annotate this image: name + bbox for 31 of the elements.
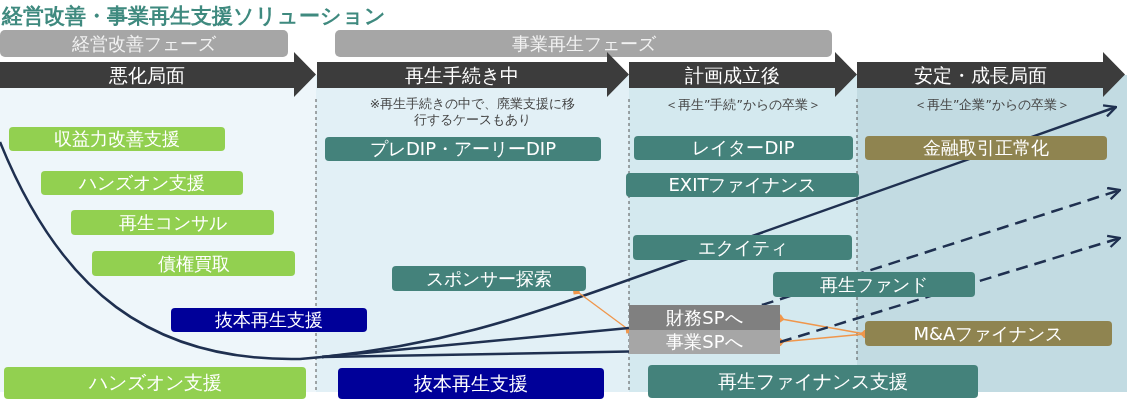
- stage-header: 悪化局面: [0, 52, 316, 97]
- stage-header: 計画成立後: [629, 52, 857, 97]
- note-text: ※再生手続きの中で、廃業支援に移行するケースもあり: [368, 96, 577, 128]
- solution-box: 事業SPへ: [629, 330, 780, 354]
- solution-box: 収益力改善支援: [9, 127, 225, 151]
- phase-bar: 事業再生フェーズ: [335, 30, 832, 57]
- trend-line: [321, 350, 630, 359]
- solution-box: 再生ファンド: [773, 272, 975, 297]
- solution-box: ハンズオン支援: [4, 367, 306, 399]
- solution-box: 債権買取: [92, 251, 295, 276]
- solution-box: 財務SPへ: [629, 305, 780, 330]
- diagram-title: 経営改善・事業再生支援ソリューション: [2, 3, 386, 30]
- solution-box: 抜本再生支援: [338, 368, 604, 399]
- solution-box: 再生コンサル: [71, 210, 274, 235]
- solution-box: 抜本再生支援: [171, 308, 367, 332]
- trend-arrow: [779, 234, 1122, 344]
- solution-box: M&Aファイナンス: [865, 321, 1112, 346]
- solution-box: エクイティ: [633, 235, 852, 260]
- note-text: ＜再生”手続”からの卒業＞: [664, 97, 822, 113]
- solution-box: ハンズオン支援: [41, 171, 243, 195]
- stage-header: 安定・成長局面: [857, 52, 1125, 97]
- phase-bar: 経営改善フェーズ: [0, 30, 288, 57]
- solution-box: 金融取引正常化: [865, 136, 1107, 160]
- solution-box: レイターDIP: [634, 136, 853, 160]
- stage-header: 再生手続き中: [317, 52, 629, 97]
- trend-arrow: [761, 186, 1122, 307]
- solution-box: EXITファイナンス: [626, 173, 859, 197]
- note-text: ＜再生”企業”からの卒業＞: [913, 97, 1071, 113]
- solution-box: プレDIP・アーリーDIP: [325, 137, 601, 161]
- solution-box: 再生ファイナンス支援: [648, 365, 978, 398]
- solution-box: スポンサー探索: [392, 266, 586, 291]
